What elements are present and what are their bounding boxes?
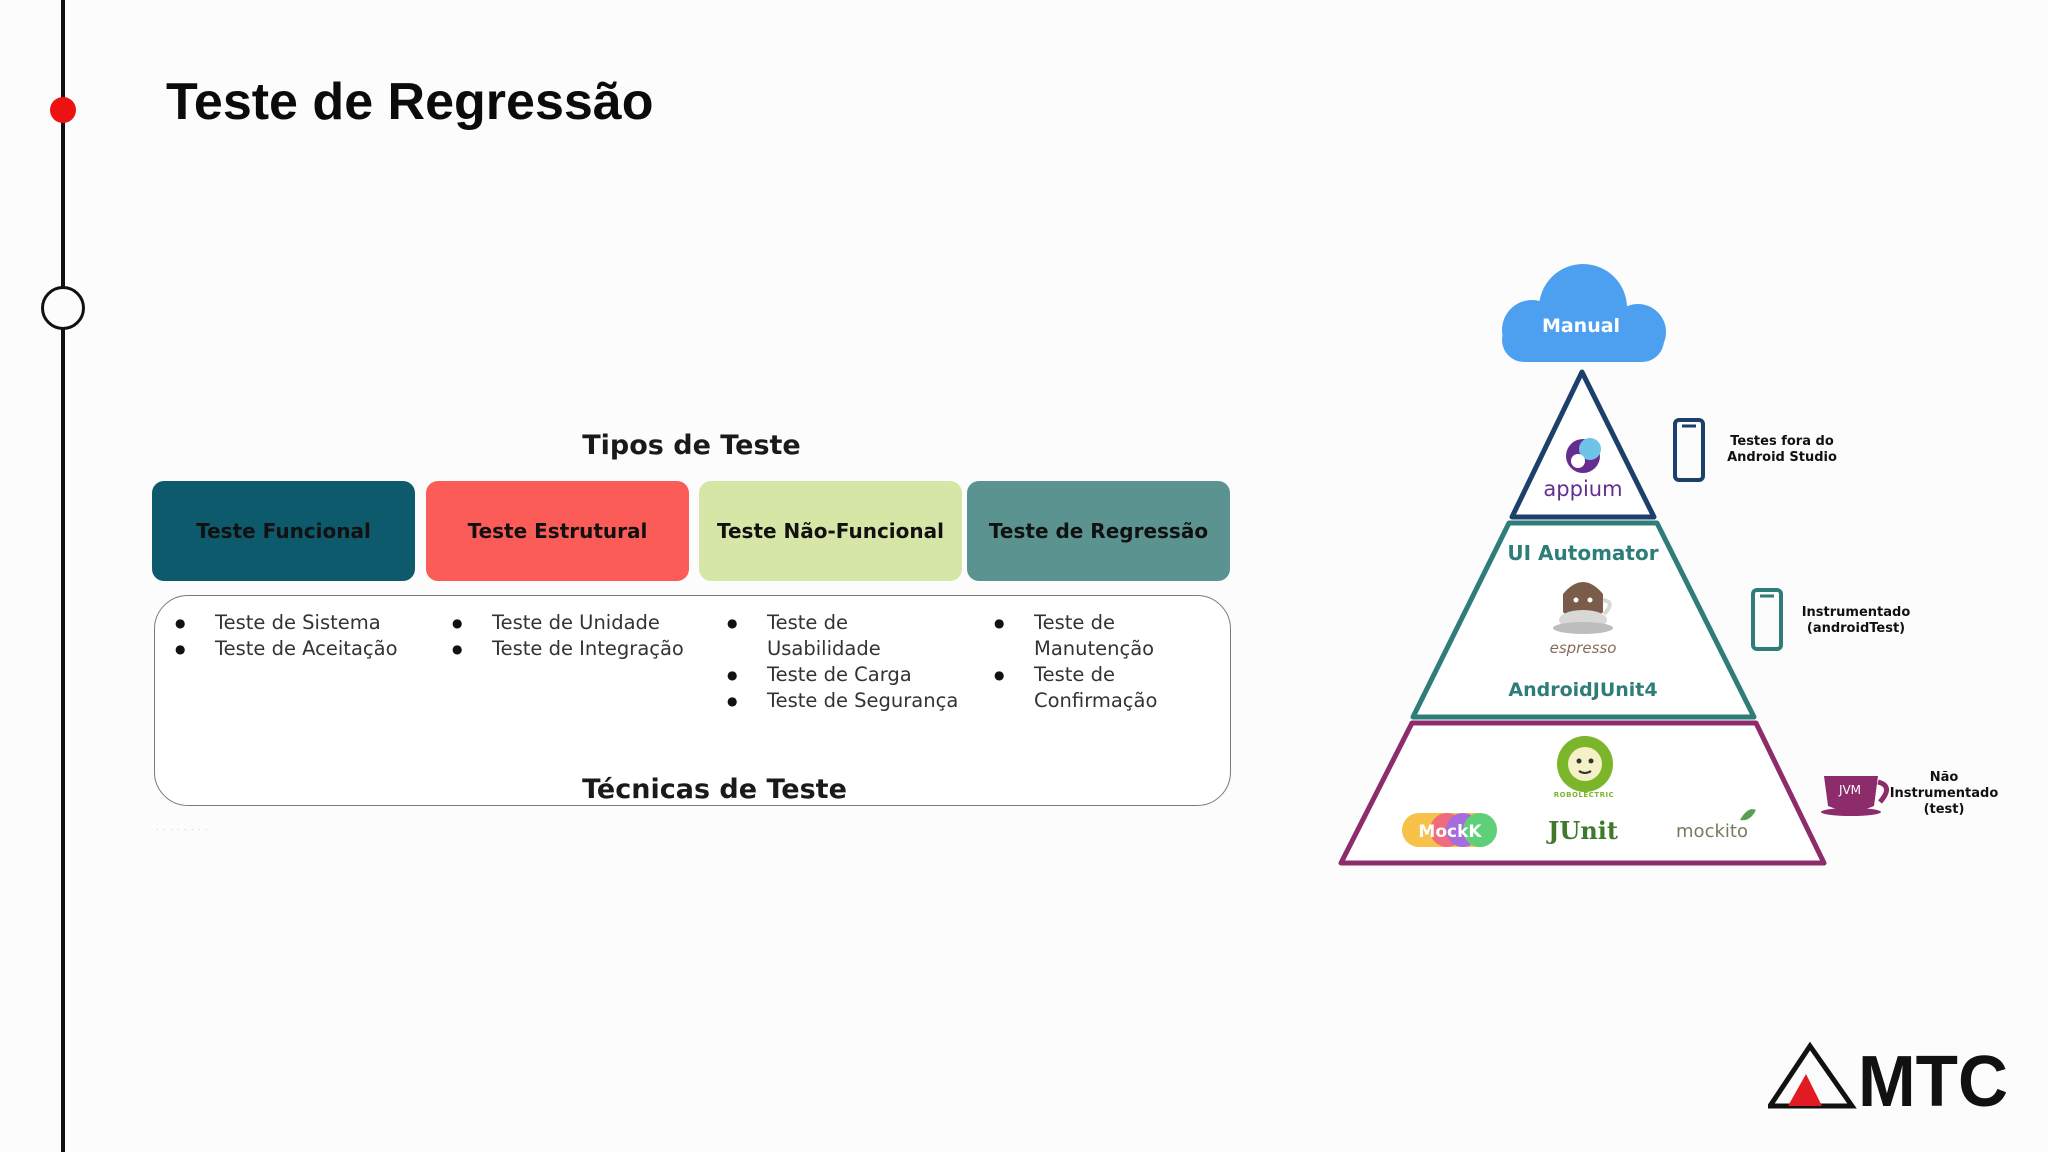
espresso-label: espresso bbox=[1550, 639, 1617, 657]
mockk-logo-icon bbox=[1402, 813, 1497, 847]
list-item: Teste de Integração bbox=[452, 636, 712, 662]
bottom-tier-side-label-line2: Instrumentado bbox=[1890, 786, 1999, 801]
jvm-badge: JVM bbox=[1838, 783, 1861, 797]
tecnicas-heading: Técnicas de Teste bbox=[582, 774, 847, 805]
robolectric-icon bbox=[1557, 736, 1613, 792]
top-tier-side-label-line1: Testes fora do bbox=[1730, 434, 1834, 449]
mockk-label: MockK bbox=[1418, 822, 1482, 842]
list-item: Teste de Aceitação bbox=[175, 636, 415, 662]
phone-icon bbox=[1673, 418, 1705, 482]
androidjunit4-label: AndroidJUnit4 bbox=[1508, 679, 1657, 701]
testing-pyramid: Manual appium UI Automator espresso Andr… bbox=[1338, 264, 1999, 866]
list-item: Teste de Segurança bbox=[727, 688, 967, 714]
ui-automator-label: UI Automator bbox=[1507, 541, 1658, 565]
bottom-tier-side-label-line3: (test) bbox=[1924, 802, 1965, 817]
mockito-leaf-icon bbox=[1740, 809, 1756, 821]
appium-label: appium bbox=[1543, 477, 1622, 501]
timeline-current-dot[interactable] bbox=[50, 97, 76, 123]
type-box-nao-funcional: Teste Não-Funcional bbox=[699, 481, 962, 581]
mtc-logo-red-peak bbox=[1788, 1074, 1822, 1106]
junit-label: JUnit bbox=[1546, 816, 1618, 845]
list-regressao: Teste de Manutenção Teste de Confirmação bbox=[994, 610, 1194, 714]
list-item: Teste de Carga bbox=[727, 662, 967, 688]
appium-icon bbox=[1566, 438, 1601, 473]
timeline-line bbox=[61, 0, 65, 1152]
list-item: Teste de Sistema bbox=[175, 610, 415, 636]
list-funcional: Teste de Sistema Teste de Aceitação bbox=[175, 610, 415, 662]
list-estrutural: Teste de Unidade Teste de Integração bbox=[452, 610, 712, 662]
test-types-list-panel: Teste de Sistema Teste de Aceitação Test… bbox=[154, 595, 1231, 806]
slide-title: Teste de Regressão bbox=[166, 73, 654, 131]
phone-icon bbox=[1751, 588, 1783, 651]
type-box-estrutural: Teste Estrutural bbox=[426, 481, 689, 581]
mockito-label: mockito bbox=[1676, 821, 1748, 842]
jvm-coffee-cup-icon bbox=[1821, 776, 1889, 816]
list-item: Teste de Confirmação bbox=[994, 662, 1194, 714]
faint-footnote: . . . . . . . . bbox=[156, 822, 209, 832]
tipos-heading: Tipos de Teste bbox=[582, 430, 801, 461]
type-box-funcional: Teste Funcional bbox=[152, 481, 415, 581]
robolectric-label: ROBOLECTRIC bbox=[1554, 791, 1614, 799]
espresso-cup-icon bbox=[1553, 582, 1613, 634]
type-box-regressao: Teste de Regressão bbox=[967, 481, 1230, 581]
list-item: Teste de Manutenção bbox=[994, 610, 1194, 662]
list-nao-funcional: Teste de Usabilidade Teste de Carga Test… bbox=[727, 610, 967, 714]
timeline-next-dot[interactable] bbox=[41, 286, 85, 330]
cloud-label: Manual bbox=[1542, 315, 1620, 337]
mtc-logo-text: MTC bbox=[1858, 1042, 2008, 1110]
list-item: Teste de Unidade bbox=[452, 610, 712, 636]
middle-tier-side-label-line1: Instrumentado bbox=[1802, 605, 1911, 620]
middle-tier-side-label-line2: (androidTest) bbox=[1807, 621, 1905, 636]
cloud-icon bbox=[1502, 264, 1666, 362]
top-tier-side-label-line2: Android Studio bbox=[1727, 450, 1837, 465]
mtc-logo[interactable]: MTC bbox=[1768, 1040, 2013, 1110]
list-item: Teste de Usabilidade bbox=[727, 610, 967, 662]
bottom-tier-side-label-line1: Não bbox=[1930, 770, 1959, 785]
